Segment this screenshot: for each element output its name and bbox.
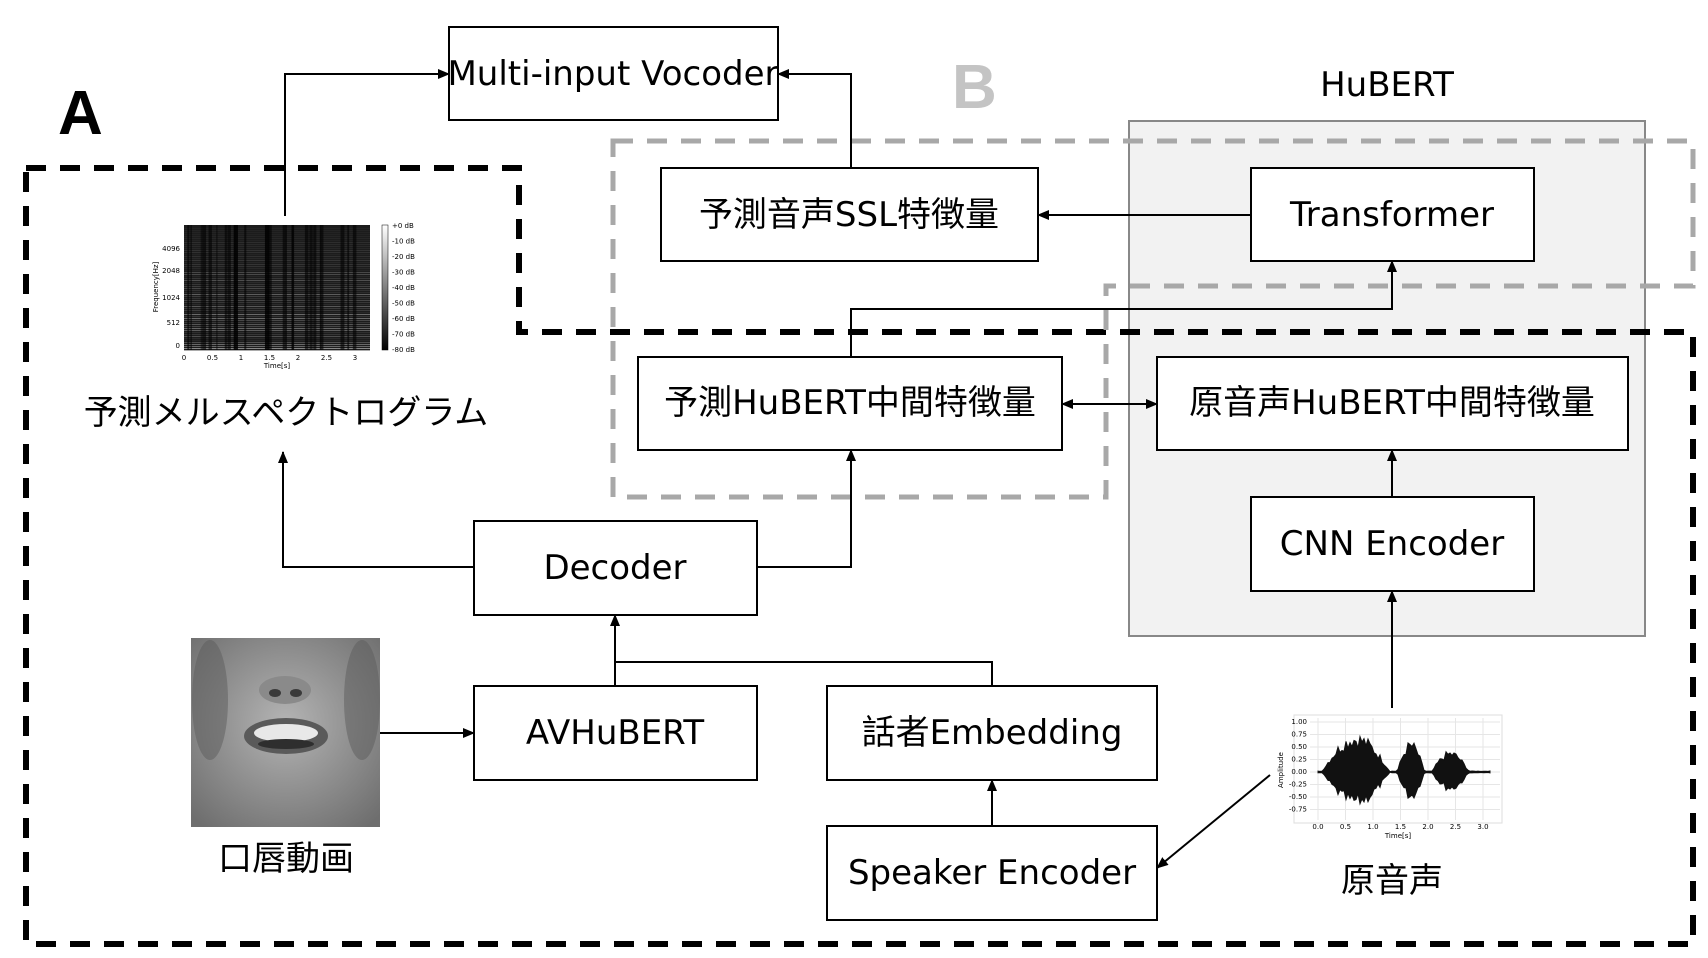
cnn-encoder-box: CNN Encoder: [1250, 496, 1535, 592]
decoder-label: Decoder: [543, 548, 686, 588]
transformer-label: Transformer: [1289, 195, 1494, 235]
lip-video-label: 口唇動画: [218, 839, 354, 879]
ssl-feature-box: 予測音声SSL特徴量: [660, 167, 1039, 262]
vocoder-box: Multi-input Vocoder: [447, 26, 779, 121]
decoder-box: Decoder: [473, 520, 758, 616]
colorbar-tick: -70 dB: [392, 331, 415, 339]
arrow-decoder-to-predhubert: [757, 449, 856, 568]
spec-x-tick: 0: [182, 354, 186, 362]
mel-spectrogram-label: 予測メルスペクトログラム: [84, 393, 489, 433]
spec-x-tick: 1: [239, 354, 243, 362]
colorbar-tick: -60 dB: [392, 315, 415, 323]
speaker-encoder-box: Speaker Encoder: [826, 825, 1158, 921]
spec-y-label: Frequency[Hz]: [152, 261, 160, 312]
transformer-box: Transformer: [1250, 167, 1535, 262]
speaker-embedding-label: 話者Embedding: [862, 713, 1123, 753]
region-b-label: B: [952, 53, 997, 122]
wave-x-tick: 0.0: [1312, 823, 1323, 831]
spec-x-tick: 2.5: [321, 354, 332, 362]
wave-x-tick: 0.5: [1340, 823, 1351, 831]
hubert-title: HuBERT: [1320, 65, 1454, 105]
line-embedding-to-decoder: [615, 661, 993, 686]
spec-x-tick: 3: [353, 354, 357, 362]
lip-video-image: [191, 638, 380, 827]
orig-hubert-label: 原音声HuBERT中間特徴量: [1189, 383, 1595, 423]
wave-y-tick: 0.75: [1291, 731, 1307, 739]
spec-y-tick: 0: [176, 342, 180, 350]
region-b-outline: [610, 138, 1696, 500]
spec-y-tick: 512: [167, 319, 180, 327]
wave-x-tick: 1.5: [1395, 823, 1406, 831]
wave-y-tick: -0.50: [1289, 793, 1307, 801]
wave-x-tick: 2.5: [1450, 823, 1461, 831]
colorbar-tick: -80 dB: [392, 346, 415, 354]
spec-y-tick: 4096: [162, 245, 180, 253]
vocoder-label: Multi-input Vocoder: [447, 54, 778, 94]
colorbar-tick: -30 dB: [392, 269, 415, 277]
spec-x-label: Time[s]: [263, 362, 291, 370]
wave-y-tick: -0.25: [1289, 781, 1307, 789]
region-a-outline: [23, 165, 1696, 947]
wave-y-tick: 1.00: [1291, 718, 1307, 726]
colorbar-tick: -40 dB: [392, 284, 415, 292]
colorbar-tick: -10 dB: [392, 238, 415, 246]
arrow-wave-to-speakerenc: [1156, 774, 1271, 869]
wave-y-tick: -0.75: [1289, 806, 1307, 814]
pred-hubert-box: 予測HuBERT中間特徴量: [637, 356, 1063, 451]
wave-x-tick: 2.0: [1422, 823, 1433, 831]
colorbar-tick: -50 dB: [392, 300, 415, 308]
spec-y-tick: 1024: [162, 294, 180, 302]
spec-x-tick: 2: [296, 354, 300, 362]
speaker-encoder-label: Speaker Encoder: [848, 853, 1136, 893]
waveform-image: Amplitude Time[s] 1.00 0.75 0.50 0.25 0.00 -0…: [1277, 714, 1503, 840]
pred-hubert-label: 予測HuBERT中間特徴量: [664, 383, 1036, 423]
cnn-encoder-label: CNN Encoder: [1280, 524, 1504, 564]
avhubert-box: AVHuBERT: [473, 685, 758, 781]
wave-y-label: Amplitude: [1277, 752, 1285, 788]
arrow-predhubert-to-transformer: [850, 260, 1397, 357]
colorbar-tick: +0 dB: [392, 222, 414, 230]
avhubert-label: AVHuBERT: [526, 713, 704, 753]
spec-y-tick: 2048: [162, 267, 180, 275]
arrow-ssl-to-vocoder: [777, 69, 852, 168]
wave-y-tick: 0.25: [1291, 756, 1307, 764]
spec-x-tick: 1.5: [264, 354, 275, 362]
arrow-decoder-to-mel: [278, 451, 474, 568]
colorbar-tick: -20 dB: [392, 253, 415, 261]
mel-spectrogram-image: Frequency[Hz] Time[s] 4096 2048 1024 512 0 0…: [152, 222, 415, 370]
wave-y-tick: 0.50: [1291, 743, 1307, 751]
wave-y-tick: 0.00: [1291, 768, 1307, 776]
wave-x-label: Time[s]: [1384, 832, 1412, 840]
orig-audio-label: 原音声: [1341, 861, 1443, 901]
orig-hubert-box: 原音声HuBERT中間特徴量: [1156, 356, 1629, 451]
region-a-label: A: [58, 79, 103, 148]
ssl-feature-label: 予測音声SSL特徴量: [699, 195, 999, 235]
wave-x-tick: 1.0: [1367, 823, 1378, 831]
spec-x-tick: 0.5: [207, 354, 218, 362]
wave-x-tick: 3.0: [1477, 823, 1488, 831]
arrow-spec-to-vocoder: [284, 69, 450, 216]
speaker-embedding-box: 話者Embedding: [826, 685, 1158, 781]
